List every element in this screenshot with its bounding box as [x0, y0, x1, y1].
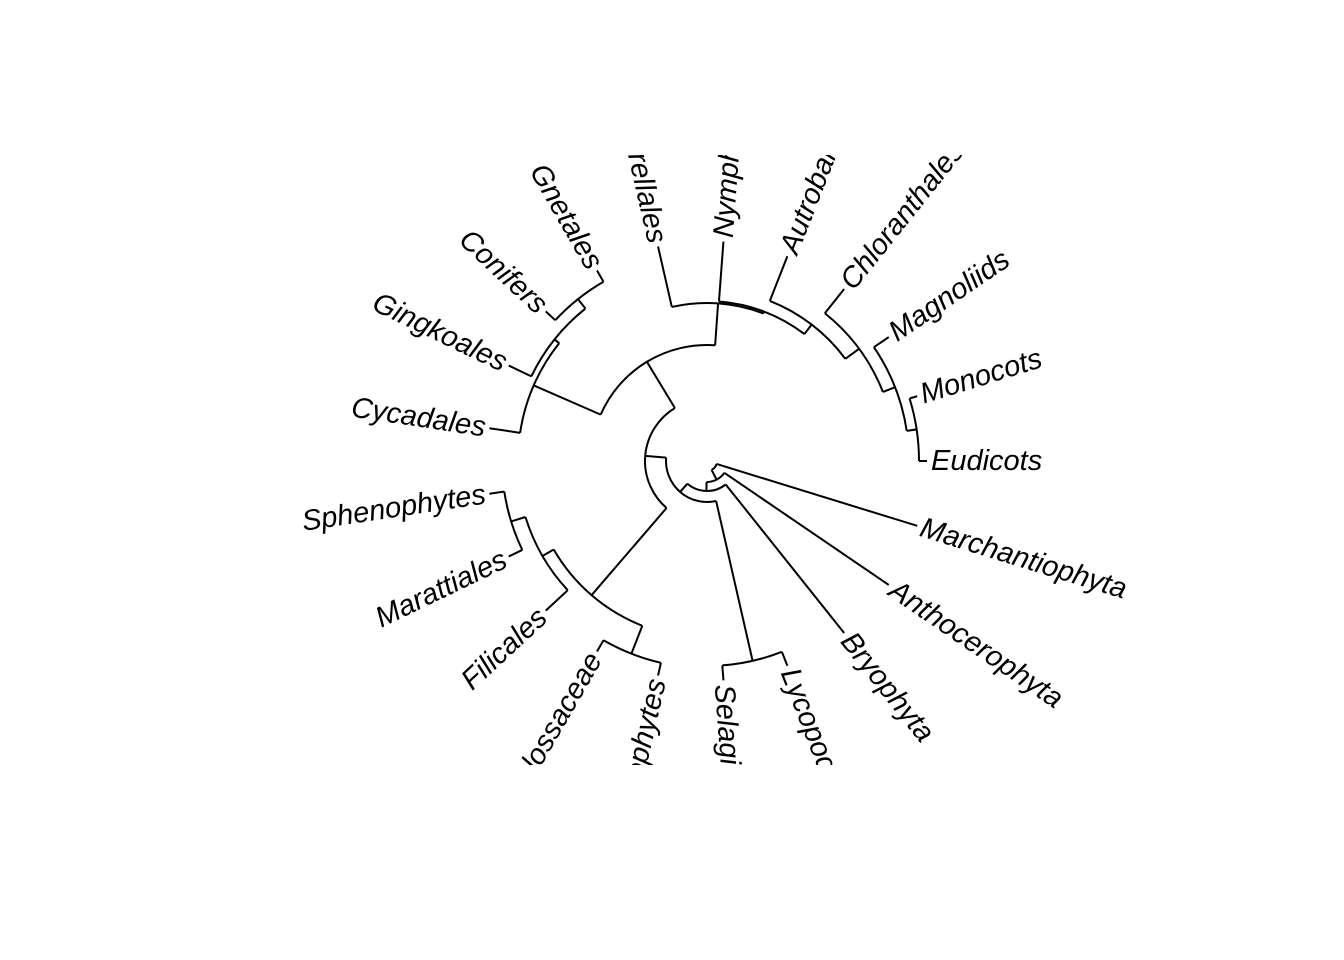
tip-label-cycadales: Cycadales — [349, 392, 488, 444]
branch-monocots — [909, 395, 918, 400]
node-arc-seed-plants — [599, 344, 716, 416]
node-arc-autro-rest — [769, 299, 847, 360]
node-arc-root — [711, 463, 718, 471]
tip-label-nymphaeales: Nymphaeales — [708, 60, 753, 239]
tip-label-eudicots: Eudicots — [931, 445, 1042, 477]
tree-branches — [489, 241, 927, 681]
node-arc-A — [706, 472, 726, 483]
stem-marattiales-sphenophytes — [510, 516, 526, 523]
branch-autrobaileyales — [768, 255, 789, 302]
tip-label-autrobaileyales: Autrobaileyales — [773, 62, 876, 260]
node-arc-B — [686, 482, 727, 492]
branch-ophioglossaceae — [596, 639, 605, 653]
tip-label-lycopodiales: Lycopodiales — [774, 664, 865, 833]
stem-chlor-rest — [844, 347, 860, 360]
branch-lycopodiales — [780, 651, 789, 667]
stem-angiosperms — [714, 303, 720, 346]
stem-monilophytes — [590, 507, 668, 596]
tip-label-conifers: Conifers — [453, 223, 554, 320]
branch-marattiales — [508, 549, 523, 558]
branch-selaginellales — [721, 665, 725, 681]
node-arc-angiosperms — [671, 302, 764, 315]
tip-labels: MarchantiophytaAnthocerophytaBryophytaSe… — [300, 60, 1131, 864]
node-arc-monocots-eudicots — [908, 398, 920, 462]
node-arc-filicales-rest — [524, 516, 569, 591]
stem-euphyllophytes — [645, 454, 667, 459]
stem-monocots-eudicots — [906, 428, 917, 432]
branch-anthocerophyta — [723, 472, 890, 586]
tip-label-amborellales: Amborellales — [604, 74, 673, 247]
branch-bryophyta — [724, 483, 845, 634]
tip-label-gingkoales: Gingkoales — [368, 286, 513, 378]
tip-label-sphenophytes: Sphenophytes — [300, 479, 488, 538]
tip-label-chloranthales: Chloranthales — [834, 136, 971, 296]
node-arc-lycophytes — [722, 650, 783, 667]
tip-label-gnetales: Gnetales — [523, 158, 609, 275]
stem-ophio-psilo — [630, 625, 644, 655]
node-arc-gingko-rest — [530, 307, 587, 377]
node-arc-gnetales-conifers — [554, 280, 605, 321]
branch-gnetales — [596, 269, 605, 283]
node-arc-euphyllophytes — [644, 407, 676, 509]
node-arc-chlor-rest — [824, 312, 884, 393]
stem-gnetales-conifers — [577, 298, 587, 310]
tip-label-selaginellales: Selaginellales — [708, 683, 753, 864]
branch-psilophytes — [657, 662, 662, 676]
tip-label-monocots: Monocots — [916, 343, 1046, 411]
stem-seed-plants — [646, 361, 676, 409]
branch-nymphaeales — [717, 241, 725, 302]
tip-label-magnoliids: Magnoliids — [883, 243, 1016, 348]
node-arc-nymph-rest — [718, 300, 806, 335]
stem-gymnosperms — [533, 384, 602, 416]
stem-autro-rest — [803, 323, 813, 335]
stem-gingko-rest — [553, 338, 560, 344]
branch-gingkoales — [508, 364, 532, 378]
branch-filicales — [545, 589, 569, 612]
tip-label-marattiales: Marattiales — [370, 544, 512, 634]
stem-magn-rest — [882, 386, 896, 393]
node-arc-ophio-psilo — [603, 639, 662, 664]
stem-filicales-rest — [541, 548, 555, 557]
stem-C — [679, 483, 689, 493]
node-arc-C — [665, 457, 717, 503]
tip-label-bryophyta: Bryophyta — [834, 626, 940, 748]
stem-A — [710, 469, 718, 481]
node-arc-marattiales-sphenophytes — [503, 491, 524, 551]
tip-label-filicales: Filicales — [455, 602, 554, 697]
node-arc-monilophytes — [552, 548, 643, 627]
branch-sphenophytes — [489, 490, 505, 495]
branch-chloranthales — [824, 288, 845, 314]
branch-amborellales — [657, 246, 673, 308]
tip-label-psilophytes: Psilophytes — [609, 676, 673, 828]
tip-label-marchantiophyta: Marchantiophyta — [916, 512, 1130, 606]
node-arc-gymnosperms — [519, 342, 561, 433]
node-arc-magn-rest — [873, 346, 908, 432]
stem-lycophytes — [715, 500, 754, 662]
branch-cycadales — [489, 427, 521, 434]
branch-marchantiophyta — [716, 462, 918, 527]
branch-magnoliids — [873, 336, 890, 349]
branch-conifers — [545, 310, 556, 321]
